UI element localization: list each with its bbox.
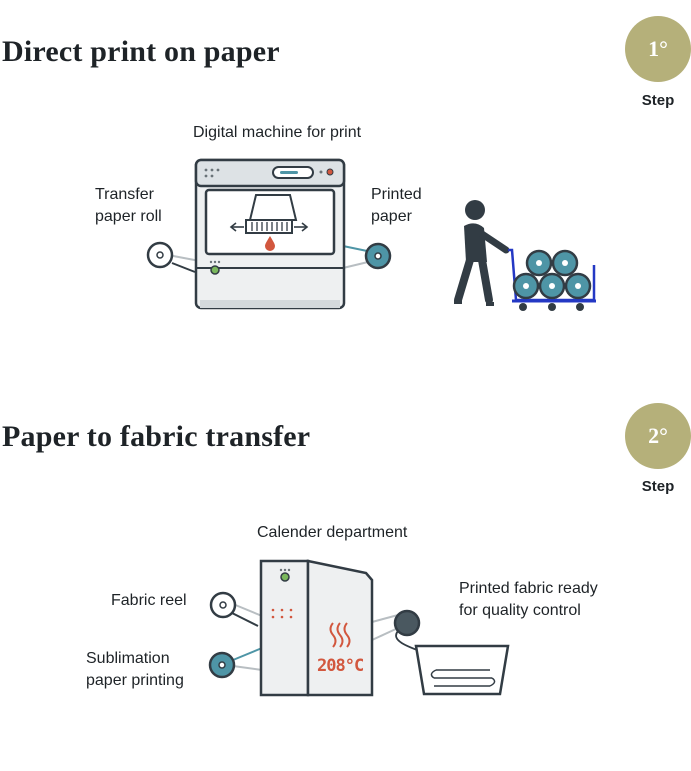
step2-title: Paper to fabric transfer — [2, 420, 311, 453]
calender-department-label: Calender department — [257, 524, 408, 541]
step1-title: Direct print on paper — [2, 35, 280, 68]
printed-fabric-label-line2: for quality control — [459, 602, 581, 619]
printed-paper-label-line2: paper — [371, 208, 412, 225]
printed-fabric-label-line1: Printed fabric ready — [459, 580, 598, 597]
printed-paper-roll — [364, 242, 392, 270]
fabric-reel — [209, 591, 237, 619]
digital-print-machine — [167, 158, 373, 310]
step1-badge: 1° — [625, 16, 691, 82]
transfer-paper-label-line2: paper roll — [95, 208, 162, 225]
sublimation-label-line1: Sublimation — [86, 650, 170, 667]
transfer-paper-roll — [146, 241, 174, 269]
calender-machine — [229, 559, 399, 697]
digital-machine-label: Digital machine for print — [193, 124, 362, 141]
fabric-basket — [414, 644, 510, 696]
printed-paper-label-line1: Printed — [371, 186, 422, 203]
step1-step-label: Step — [641, 92, 675, 109]
temperature-readout: 208°C — [317, 656, 364, 676]
sublimation-paper-roll — [208, 651, 236, 679]
sublimation-label-line2: paper printing — [86, 672, 184, 689]
step2-badge: 2° — [625, 403, 691, 469]
step2-step-label: Step — [641, 478, 675, 495]
worker-with-cart — [454, 200, 596, 311]
fabric-reel-label: Fabric reel — [111, 592, 187, 609]
transfer-paper-label-line1: Transfer — [95, 186, 154, 203]
